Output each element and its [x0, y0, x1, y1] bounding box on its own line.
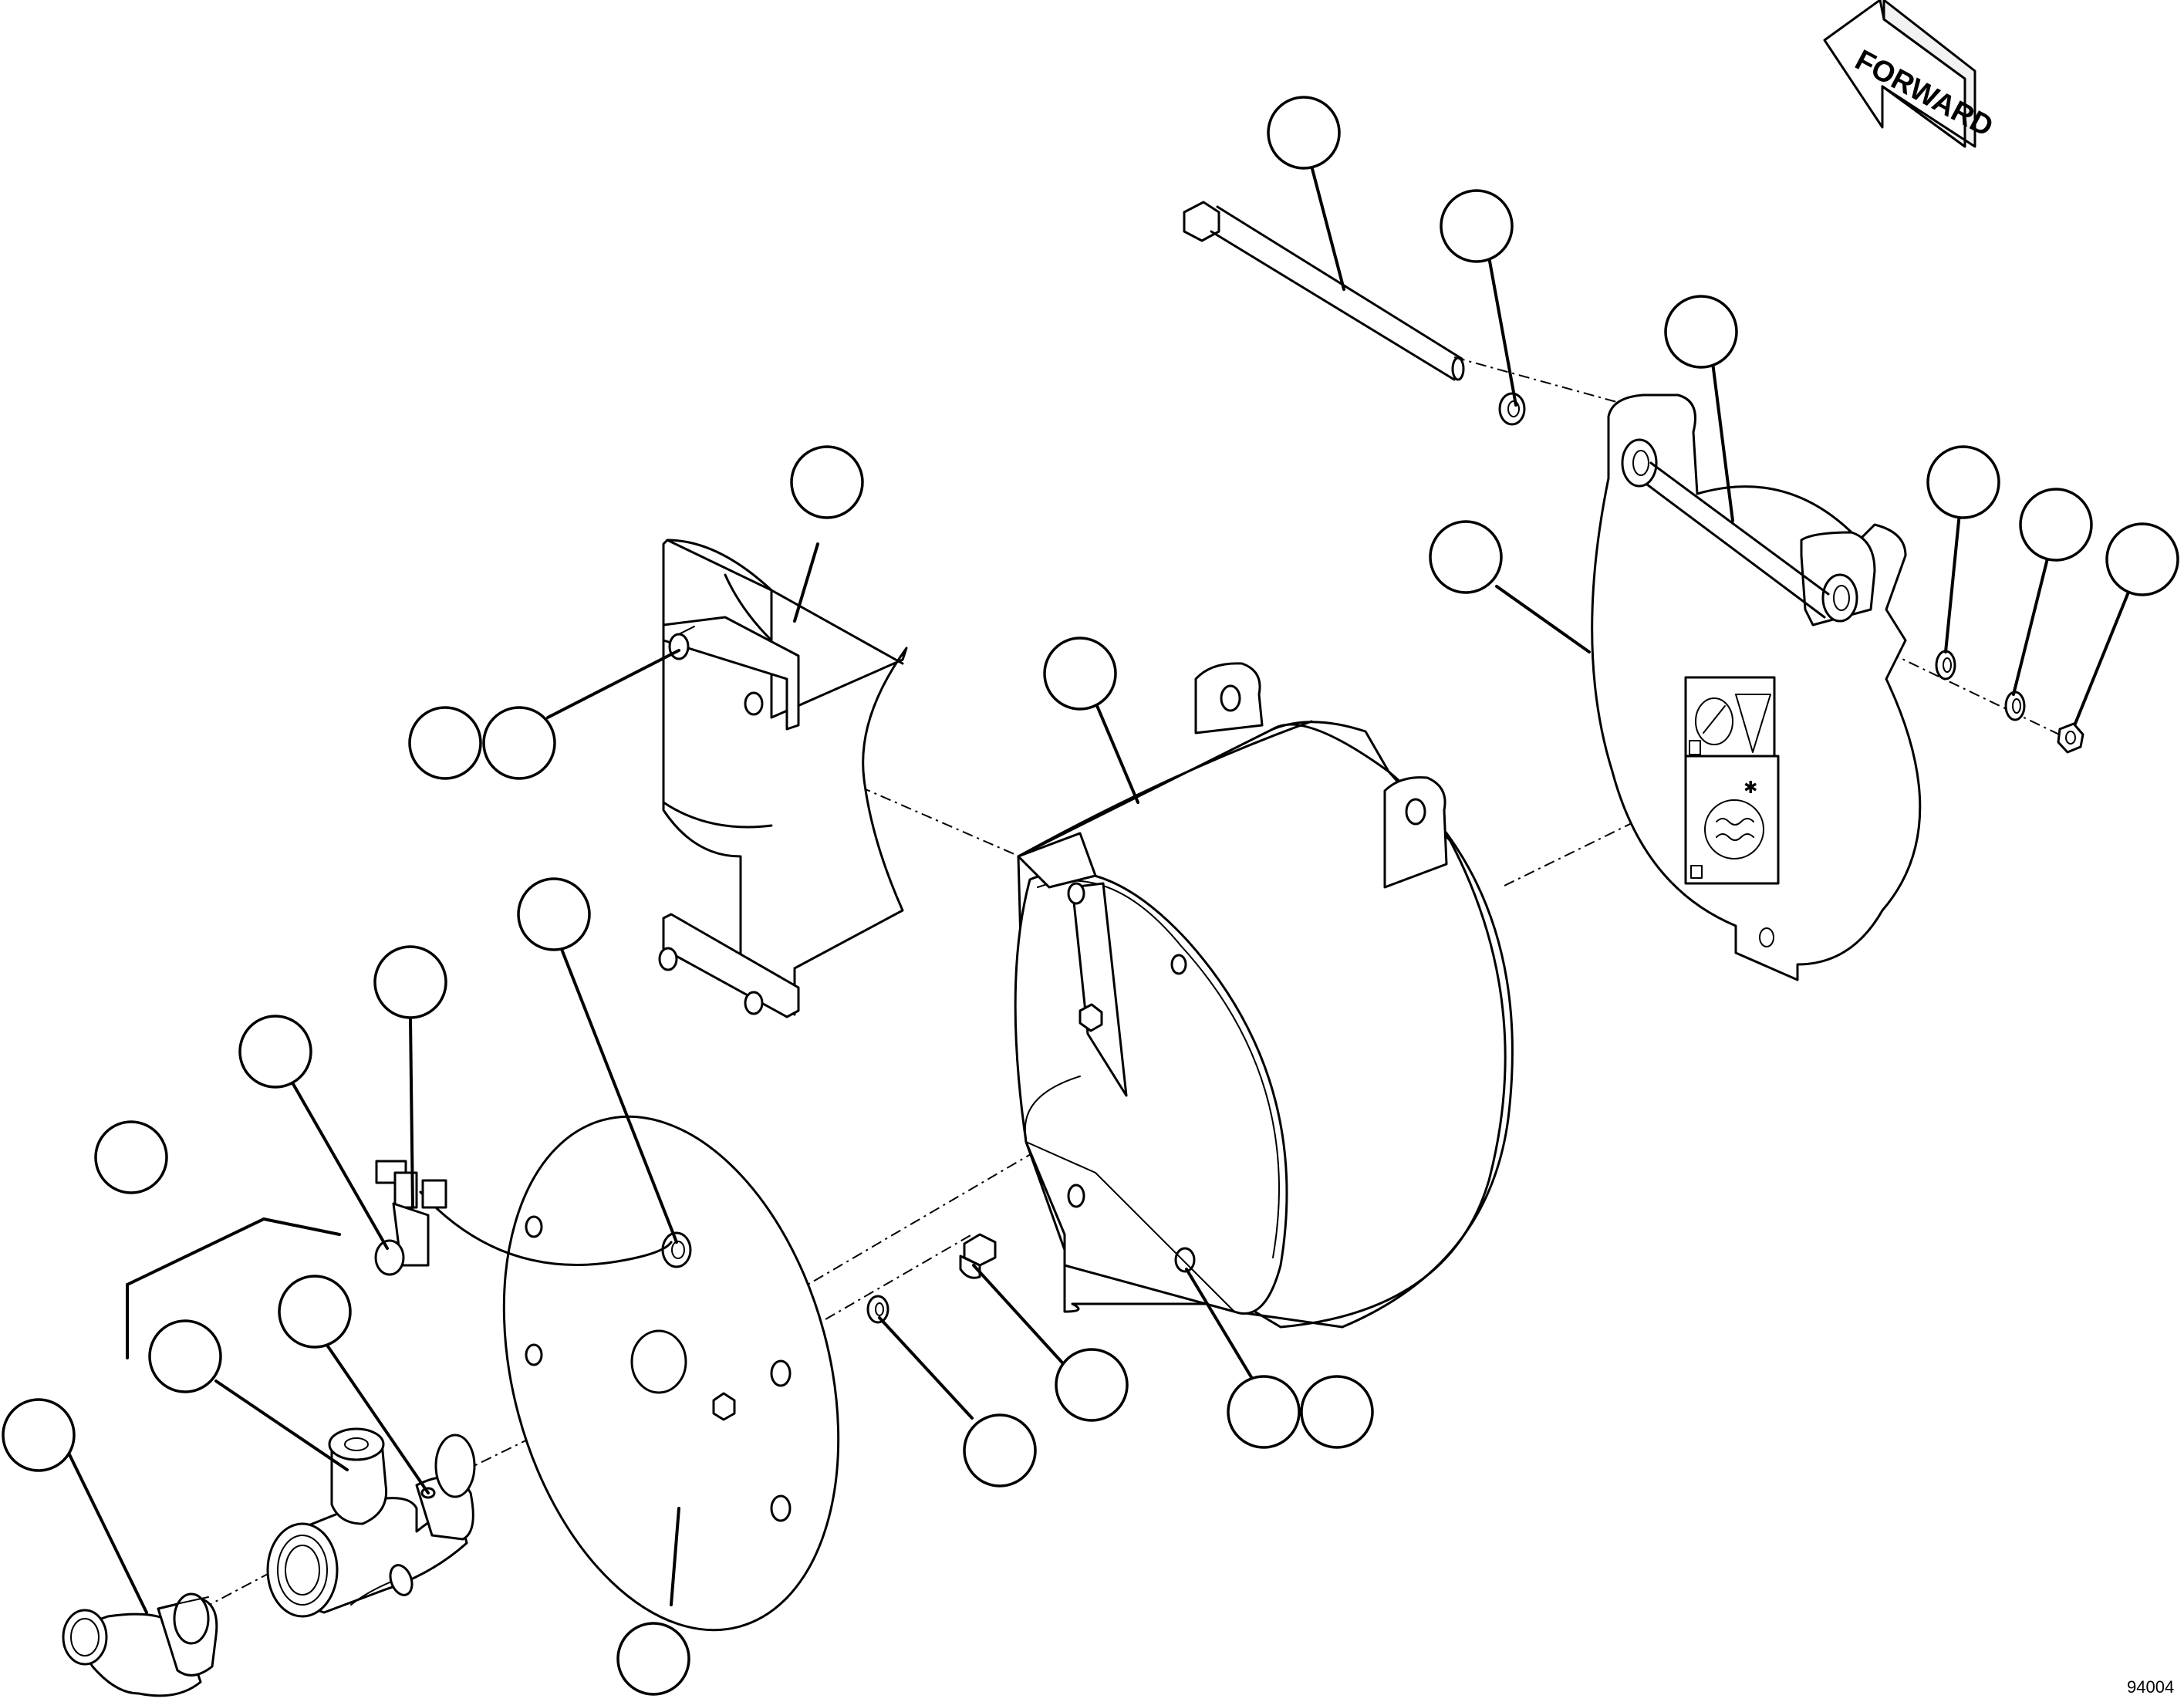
- callout-3: [1664, 295, 1738, 369]
- callout-4: [1429, 520, 1503, 594]
- warning-decals: ✱: [1684, 676, 1780, 885]
- callout-19: [1055, 1348, 1129, 1422]
- callout-bubbles: [2, 96, 2179, 1696]
- leader-lines: [64, 164, 2131, 1614]
- callout-10: [408, 706, 482, 780]
- disc-studs: [525, 1215, 792, 1522]
- callout-11: [482, 706, 556, 780]
- washer-right-1: [1935, 650, 1956, 680]
- rear-cover-plate: ✱: [1591, 393, 1922, 981]
- callout-13: [373, 945, 447, 1019]
- callout-22: [1300, 1375, 1374, 1449]
- figure-number: 94004: [2127, 1677, 2174, 1697]
- washer-lower: [866, 1295, 889, 1324]
- elbow-fitting: [62, 1592, 218, 1697]
- valve-assembly: [266, 1427, 476, 1618]
- housing-studs: [1067, 882, 1196, 1273]
- callout-20: [963, 1413, 1037, 1488]
- washer-right-2: [2004, 691, 2026, 721]
- callout-16: [278, 1275, 352, 1349]
- callout-1: [1267, 96, 1341, 170]
- cylinder-housing: [1014, 662, 1514, 1329]
- callout-6: [2019, 488, 2093, 562]
- callout-21: [1227, 1375, 1301, 1449]
- group-bracket: [126, 1217, 341, 1359]
- callout-9: [1043, 637, 1117, 711]
- callout-14: [238, 1015, 312, 1089]
- callout-8: [790, 445, 864, 519]
- washer-top: [1498, 392, 1526, 426]
- long-bolt: [1183, 201, 1465, 381]
- front-disc-cover: [502, 1115, 840, 1632]
- forward-arrow: FORWARD: [1823, 0, 1998, 148]
- mounting-bracket: [658, 539, 908, 1018]
- callout-15: [94, 1120, 168, 1194]
- short-bolt: [959, 1233, 997, 1279]
- callout-12: [517, 877, 591, 951]
- callout-17: [148, 1319, 222, 1393]
- callout-2: [1440, 189, 1514, 263]
- callout-7: [2105, 522, 2179, 596]
- callout-23: [616, 1622, 690, 1696]
- svg-text:✱: ✱: [1743, 778, 1757, 797]
- hex-nut: [2057, 722, 2084, 754]
- sensor-cable: [374, 1160, 673, 1276]
- callout-5: [1926, 445, 2000, 519]
- callout-18: [2, 1398, 76, 1472]
